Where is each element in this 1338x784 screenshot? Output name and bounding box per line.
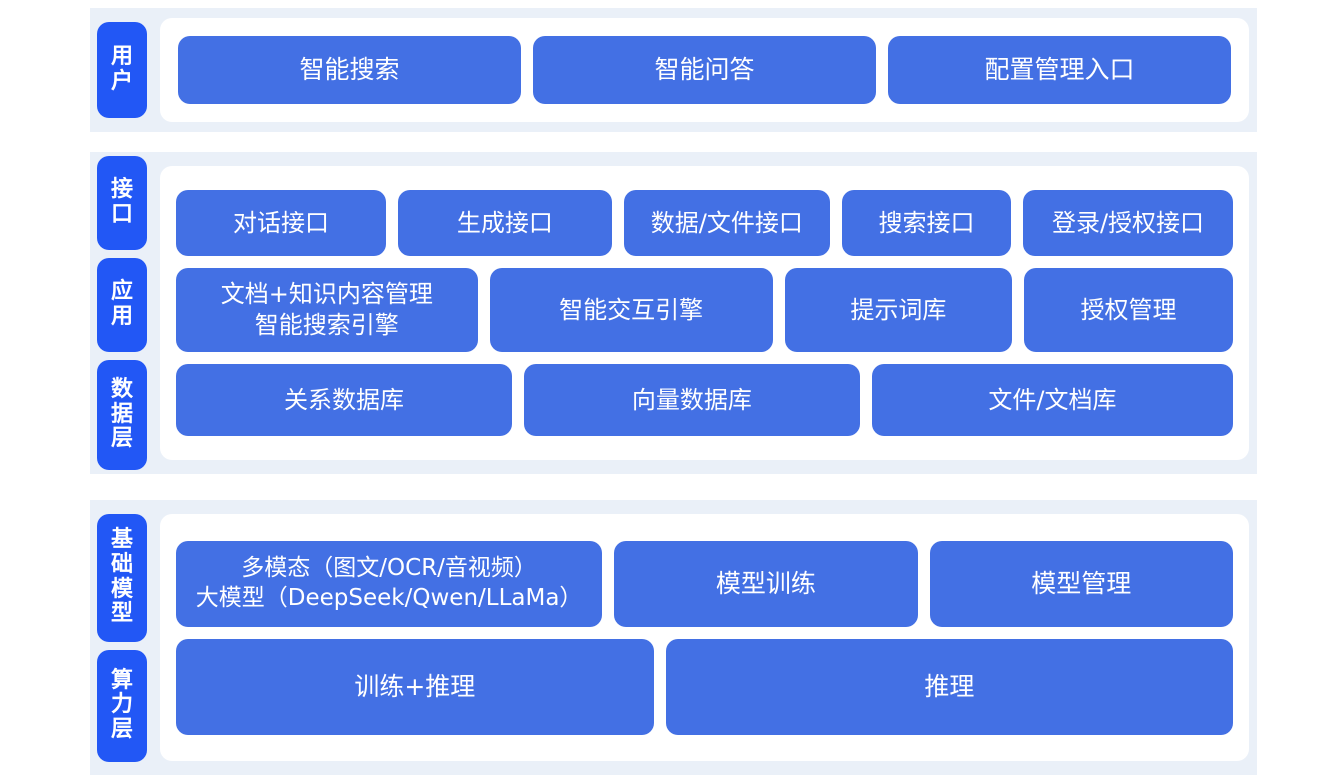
block-doc-knowledge-search-engine[interactable]: 文档+知识内容管理 智能搜索引擎: [176, 268, 478, 352]
row-data: 关系数据库 向量数据库 文件/文档库: [176, 364, 1233, 436]
layer-tab-user[interactable]: 用 户: [97, 22, 147, 118]
layer-card-application: 对话接口 生成接口 数据/文件接口 搜索接口 登录/授权接口 文档+知识内容管理…: [160, 166, 1249, 460]
layer-tab-user-char-0: 用: [110, 44, 133, 70]
layer-tab-column-foundation: 基 础 模 型 算 力 层: [90, 500, 154, 775]
layer-card-foundation-stack: 多模态（图文/OCR/音视频） 大模型（DeepSeek/Qwen/LLaMa）…: [176, 526, 1233, 749]
block-login-auth-api[interactable]: 登录/授权接口: [1023, 190, 1233, 256]
layer-tab-interface-char-1: 口: [110, 202, 133, 227]
layer-tab-foundation-model-char-0: 基: [110, 527, 133, 553]
block-vector-database[interactable]: 向量数据库: [523, 364, 860, 436]
layer-tab-column-application: 接 口 应 用 数 据 层: [90, 152, 154, 474]
layer-card-foundation: 多模态（图文/OCR/音视频） 大模型（DeepSeek/Qwen/LLaMa）…: [160, 514, 1249, 761]
layer-card-user: 智能搜索 智能问答 配置管理入口: [160, 18, 1249, 122]
layer-tab-application-char-1: 用: [110, 304, 133, 329]
block-search-api[interactable]: 搜索接口: [841, 190, 1011, 256]
layer-card-application-stack: 对话接口 生成接口 数据/文件接口 搜索接口 登录/授权接口 文档+知识内容管理…: [176, 178, 1233, 448]
layer-tab-user-char-1: 户: [110, 69, 133, 94]
layer-tab-foundation-model-char-3: 型: [110, 601, 133, 627]
layer-tab-foundation-model-char-2: 模: [110, 576, 133, 602]
block-file-document-store[interactable]: 文件/文档库: [871, 364, 1233, 436]
row-compute: 训练+推理 推理: [176, 638, 1233, 735]
layer-band-foundation: 基 础 模 型 算 力 层 多模态（图文/OCR/音视频） 大模型（DeepSe…: [90, 500, 1257, 775]
row-user-entries: 智能搜索 智能问答 配置管理入口: [178, 36, 1231, 104]
block-config-management-entry[interactable]: 配置管理入口: [888, 36, 1231, 104]
row-interface: 对话接口 生成接口 数据/文件接口 搜索接口 登录/授权接口: [176, 190, 1233, 256]
block-dialog-api[interactable]: 对话接口: [176, 190, 386, 256]
layer-tab-compute-char-0: 算: [110, 667, 133, 693]
row-model: 多模态（图文/OCR/音视频） 大模型（DeepSeek/Qwen/LLaMa）…: [176, 540, 1233, 627]
layer-tab-foundation-model-char-1: 础: [110, 551, 133, 577]
layer-tab-interface-char-0: 接: [110, 177, 133, 203]
block-model-training[interactable]: 模型训练: [614, 540, 918, 627]
block-generation-api[interactable]: 生成接口: [398, 190, 612, 256]
layer-tab-column-user: 用 户: [90, 8, 154, 132]
layer-band-application: 接 口 应 用 数 据 层 对话接口 生成接口 数据/文件接口 搜索接口 登录/: [90, 152, 1257, 474]
layer-tab-compute-char-2: 层: [110, 716, 133, 742]
layer-tab-data-char-0: 数: [110, 377, 133, 403]
block-inference[interactable]: 推理: [665, 638, 1233, 735]
block-authorization-management[interactable]: 授权管理: [1024, 268, 1233, 352]
block-multimodal-large-model[interactable]: 多模态（图文/OCR/音视频） 大模型（DeepSeek/Qwen/LLaMa）: [176, 540, 603, 627]
block-smart-qa[interactable]: 智能问答: [533, 36, 876, 104]
layer-tab-compute[interactable]: 算 力 层: [97, 649, 147, 762]
layer-tab-application-char-0: 应: [110, 279, 133, 305]
layer-band-user: 用 户 智能搜索 智能问答 配置管理入口: [90, 8, 1257, 132]
block-smart-search[interactable]: 智能搜索: [178, 36, 521, 104]
layer-tab-application[interactable]: 应 用: [97, 258, 147, 352]
block-prompt-library[interactable]: 提示词库: [784, 268, 1013, 352]
layer-tab-compute-char-1: 力: [110, 692, 133, 718]
layer-tab-foundation-model[interactable]: 基 础 模 型: [97, 513, 147, 642]
row-application: 文档+知识内容管理 智能搜索引擎 智能交互引擎 提示词库 授权管理: [176, 268, 1233, 352]
block-model-management[interactable]: 模型管理: [929, 540, 1233, 627]
layer-tab-data[interactable]: 数 据 层: [97, 360, 147, 470]
layer-tab-data-char-1: 据: [110, 401, 133, 427]
block-relational-database[interactable]: 关系数据库: [176, 364, 512, 436]
layer-tab-interface[interactable]: 接 口: [97, 156, 147, 250]
block-data-file-api[interactable]: 数据/文件接口: [623, 190, 830, 256]
block-smart-interaction-engine[interactable]: 智能交互引擎: [489, 268, 773, 352]
layer-tab-data-char-2: 层: [110, 426, 133, 452]
block-training-inference[interactable]: 训练+推理: [176, 638, 654, 735]
